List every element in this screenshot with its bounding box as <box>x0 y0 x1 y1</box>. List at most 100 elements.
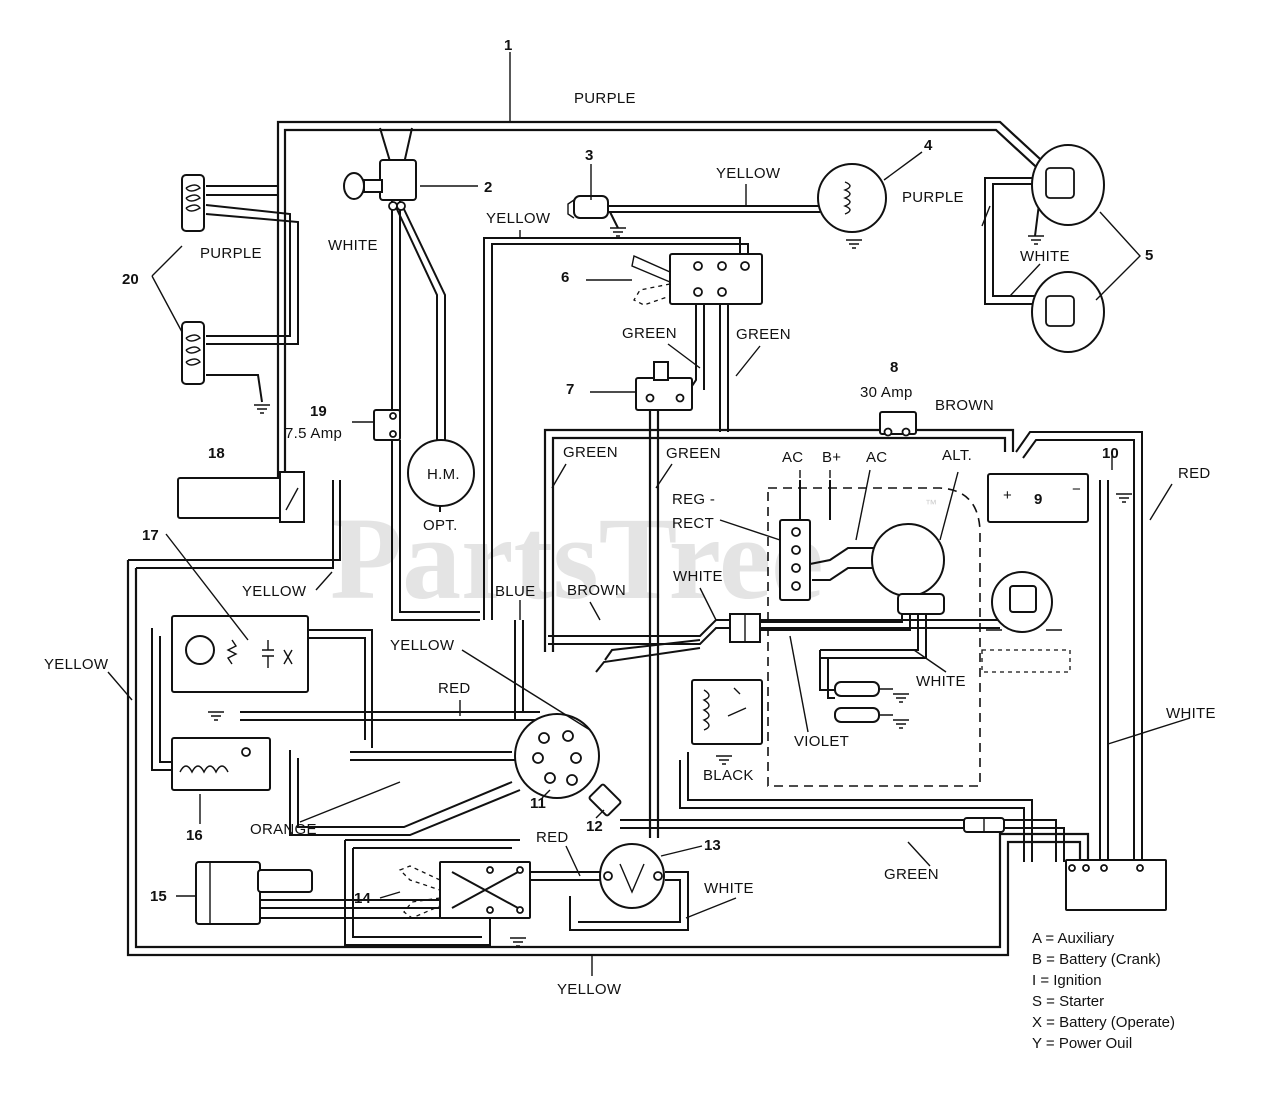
label-violet: VIOLET <box>794 733 849 750</box>
headlight-bottom-right <box>1031 271 1105 353</box>
watermark: PartsTree <box>330 493 824 624</box>
watermark-trademark: ™ <box>925 497 937 511</box>
alternator <box>871 523 945 615</box>
callout-18: 18 <box>208 445 225 462</box>
callout-12: 12 <box>586 818 603 835</box>
wire-harness <box>126 120 1143 957</box>
battery: + − <box>987 473 1089 523</box>
legend-item: X = Battery (Operate) <box>1032 1014 1175 1031</box>
light-bottom-left <box>181 321 205 385</box>
label-yellow-6: YELLOW <box>486 210 551 227</box>
label-orange: ORANGE <box>250 821 317 838</box>
ac-right-label: AC <box>866 449 887 466</box>
battery-minus-label: − <box>1072 481 1081 498</box>
label-black: BLACK <box>703 767 754 784</box>
seat-switch <box>177 471 305 523</box>
label-green-low: GREEN <box>884 866 939 883</box>
callout-17: 17 <box>142 527 159 544</box>
callout-16: 16 <box>186 827 203 844</box>
callout-3: 3 <box>585 147 593 164</box>
alternator-label: ALT. <box>942 447 972 464</box>
callout-8: 8 <box>890 359 898 376</box>
label-red-low: RED <box>536 829 569 846</box>
label-red-right: RED <box>1178 465 1211 482</box>
legend-item: A = Auxiliary <box>1032 930 1115 947</box>
leader-lines <box>151 52 1191 899</box>
callout-4: 4 <box>924 137 933 154</box>
callout-1: 1 <box>504 37 512 54</box>
legend-item: Y = Power Ouil <box>1032 1035 1133 1052</box>
callout-20: 20 <box>122 271 139 288</box>
battery-plus-label: + <box>1003 487 1012 504</box>
label-leaders <box>107 184 1041 976</box>
ammeter-13 <box>599 843 665 909</box>
label-white-far-right: WHITE <box>1166 705 1216 722</box>
fuse-30-amp <box>879 411 917 437</box>
legend-item: I = Ignition <box>1032 972 1102 989</box>
callout-2: 2 <box>484 179 492 196</box>
headlight-top-right <box>1031 144 1105 226</box>
b-plus-label: B+ <box>822 449 841 466</box>
ac-left-label: AC <box>782 449 803 466</box>
label-blue: BLUE <box>495 583 535 600</box>
light-top-left <box>181 174 205 232</box>
label-yellow-18: YELLOW <box>242 583 307 600</box>
module-17 <box>171 615 309 693</box>
label-brown-mid: BROWN <box>567 582 626 599</box>
hour-meter-opt-label: OPT. <box>423 517 458 534</box>
alternator-outline <box>767 487 981 787</box>
fuse-19-rating: 7.5 Amp <box>285 425 342 442</box>
label-yellow-left: YELLOW <box>44 656 109 673</box>
reg-rect-label-2: RECT <box>672 515 714 532</box>
connector-green <box>963 817 1005 833</box>
callout-10: 10 <box>1102 445 1119 462</box>
callout-5: 5 <box>1145 247 1153 264</box>
switch-6 <box>631 253 763 306</box>
legend: A = Auxiliary B = Battery (Crank) I = Ig… <box>1032 928 1232 1054</box>
regulator-rectifier <box>779 519 811 601</box>
label-white-right: WHITE <box>1020 248 1070 265</box>
fuse-7-5-amp <box>373 409 401 441</box>
solenoid-16 <box>171 737 271 791</box>
hour-meter: H.M. OPT. <box>407 439 475 534</box>
relay-black <box>691 679 763 745</box>
label-purple-right: PURPLE <box>902 189 964 206</box>
gauge-4 <box>817 163 887 233</box>
label-green-6b: GREEN <box>736 326 791 343</box>
label-white-left: WHITE <box>328 237 378 254</box>
light-switch <box>343 159 417 211</box>
callout-11: 11 <box>530 795 546 812</box>
callout-6: 6 <box>561 269 569 286</box>
spark-plugs <box>834 681 893 723</box>
label-yellow-mid: YELLOW <box>390 637 455 654</box>
label-green-mid-b: GREEN <box>666 445 721 462</box>
connector-center <box>729 613 761 643</box>
callout-13: 13 <box>704 837 721 854</box>
callout-numbers: 1 2 3 4 5 6 7 8 9 10 11 12 13 14 15 16 1… <box>122 37 1153 907</box>
label-yellow-3: YELLOW <box>716 165 781 182</box>
terminal-block <box>1065 859 1167 911</box>
hour-meter-label: H.M. <box>427 466 460 483</box>
legend-item: B = Battery (Crank) <box>1032 951 1161 968</box>
fuse-8-rating: 30 Amp <box>860 384 913 401</box>
connector-12 <box>588 783 622 817</box>
label-purple-left: PURPLE <box>200 245 262 262</box>
label-white-alt: WHITE <box>916 673 966 690</box>
callout-9: 9 <box>1034 491 1042 508</box>
legend-item: S = Starter <box>1032 993 1105 1010</box>
switch-3 <box>567 195 609 219</box>
label-green-mid-a: GREEN <box>563 444 618 461</box>
reg-rect-label-1: REG - <box>672 491 715 508</box>
label-green-6a: GREEN <box>622 325 677 342</box>
label-red-mid: RED <box>438 680 471 697</box>
callout-19: 19 <box>310 403 327 420</box>
callout-15: 15 <box>150 888 167 905</box>
label-yellow-bottom: YELLOW <box>557 981 622 998</box>
voltage-regulator-outline <box>981 649 1071 673</box>
ground-symbols <box>208 227 1132 947</box>
starter-15 <box>195 861 313 925</box>
label-white-mid: WHITE <box>673 568 723 585</box>
engine-module <box>986 571 1062 633</box>
callout-7: 7 <box>566 381 574 398</box>
